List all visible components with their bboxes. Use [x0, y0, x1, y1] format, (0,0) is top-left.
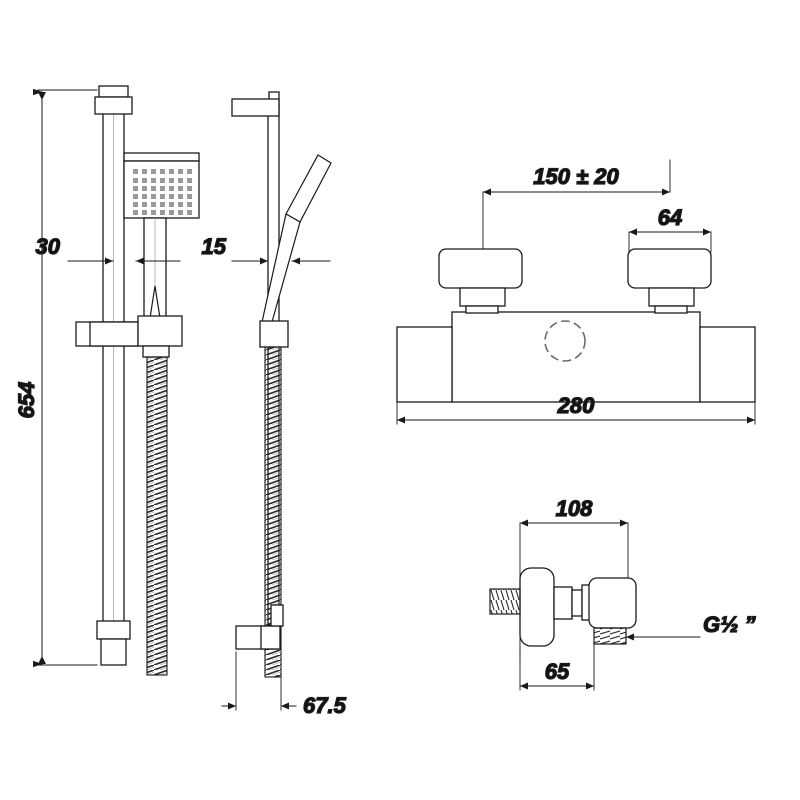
- dimension-280: 280: [396, 392, 756, 425]
- dimension-label-150: 150 ± 20: [533, 164, 619, 189]
- dimension-label-30: 30: [36, 234, 61, 259]
- dimension-108: 108: [519, 495, 629, 661]
- callout-g-half-inch: G½ ”: [625, 611, 756, 641]
- view-slide-rail-side: 15 67.5: [201, 91, 347, 719]
- dimension-15: 15: [201, 233, 331, 265]
- mixer-handle-right: [627, 248, 712, 314]
- dimension-label-65: 65: [545, 659, 570, 684]
- rail-top-cap: [94, 85, 133, 115]
- hand-shower-head: [123, 152, 200, 219]
- rail-top-cap-side: [231, 91, 280, 117]
- dimension-label-67-5: 67.5: [303, 693, 347, 718]
- dimension-150-pm-20: 150 ± 20: [482, 159, 671, 250]
- dimension-67-5: 67.5: [221, 651, 347, 719]
- dimension-65: 65: [519, 643, 595, 691]
- callout-label-g-half-inch: G½ ”: [703, 612, 756, 637]
- mixer-side-body: [581, 577, 637, 629]
- dimension-label-280: 280: [557, 393, 595, 418]
- dimension-30: 30: [35, 113, 181, 271]
- mixer-side-outlet: [593, 627, 627, 645]
- rail-slider-bracket: [75, 315, 183, 358]
- shower-face-nozzles: [133, 169, 192, 215]
- mixer-side-handle: [489, 567, 583, 647]
- view-slide-rail-front: 654 30: [13, 85, 200, 676]
- dimension-label-108: 108: [556, 496, 593, 521]
- dimension-label-654: 654: [14, 382, 39, 419]
- mixer-handle-left: [438, 248, 523, 314]
- rail-tube: [102, 96, 125, 651]
- dimension-label-64: 64: [658, 205, 682, 230]
- shower-hose-side: [264, 346, 282, 678]
- view-thermostatic-mixer-front: 150 ± 20 64 280: [396, 159, 756, 425]
- hand-shower-handle: [143, 217, 167, 321]
- rail-bottom-bracket-side: [235, 604, 284, 650]
- dimension-654: 654: [13, 88, 98, 668]
- dimension-64: 64: [628, 204, 712, 253]
- rail-slider-bracket-side: [259, 320, 289, 348]
- mixer-body: [396, 311, 756, 403]
- shower-hose: [146, 356, 168, 676]
- view-thermostatic-mixer-side: 108 65 G½ ”: [489, 495, 756, 691]
- rail-bottom-cap: [96, 620, 131, 666]
- dimension-label-15: 15: [202, 234, 227, 259]
- mixer-body-logo-circle: [544, 320, 586, 362]
